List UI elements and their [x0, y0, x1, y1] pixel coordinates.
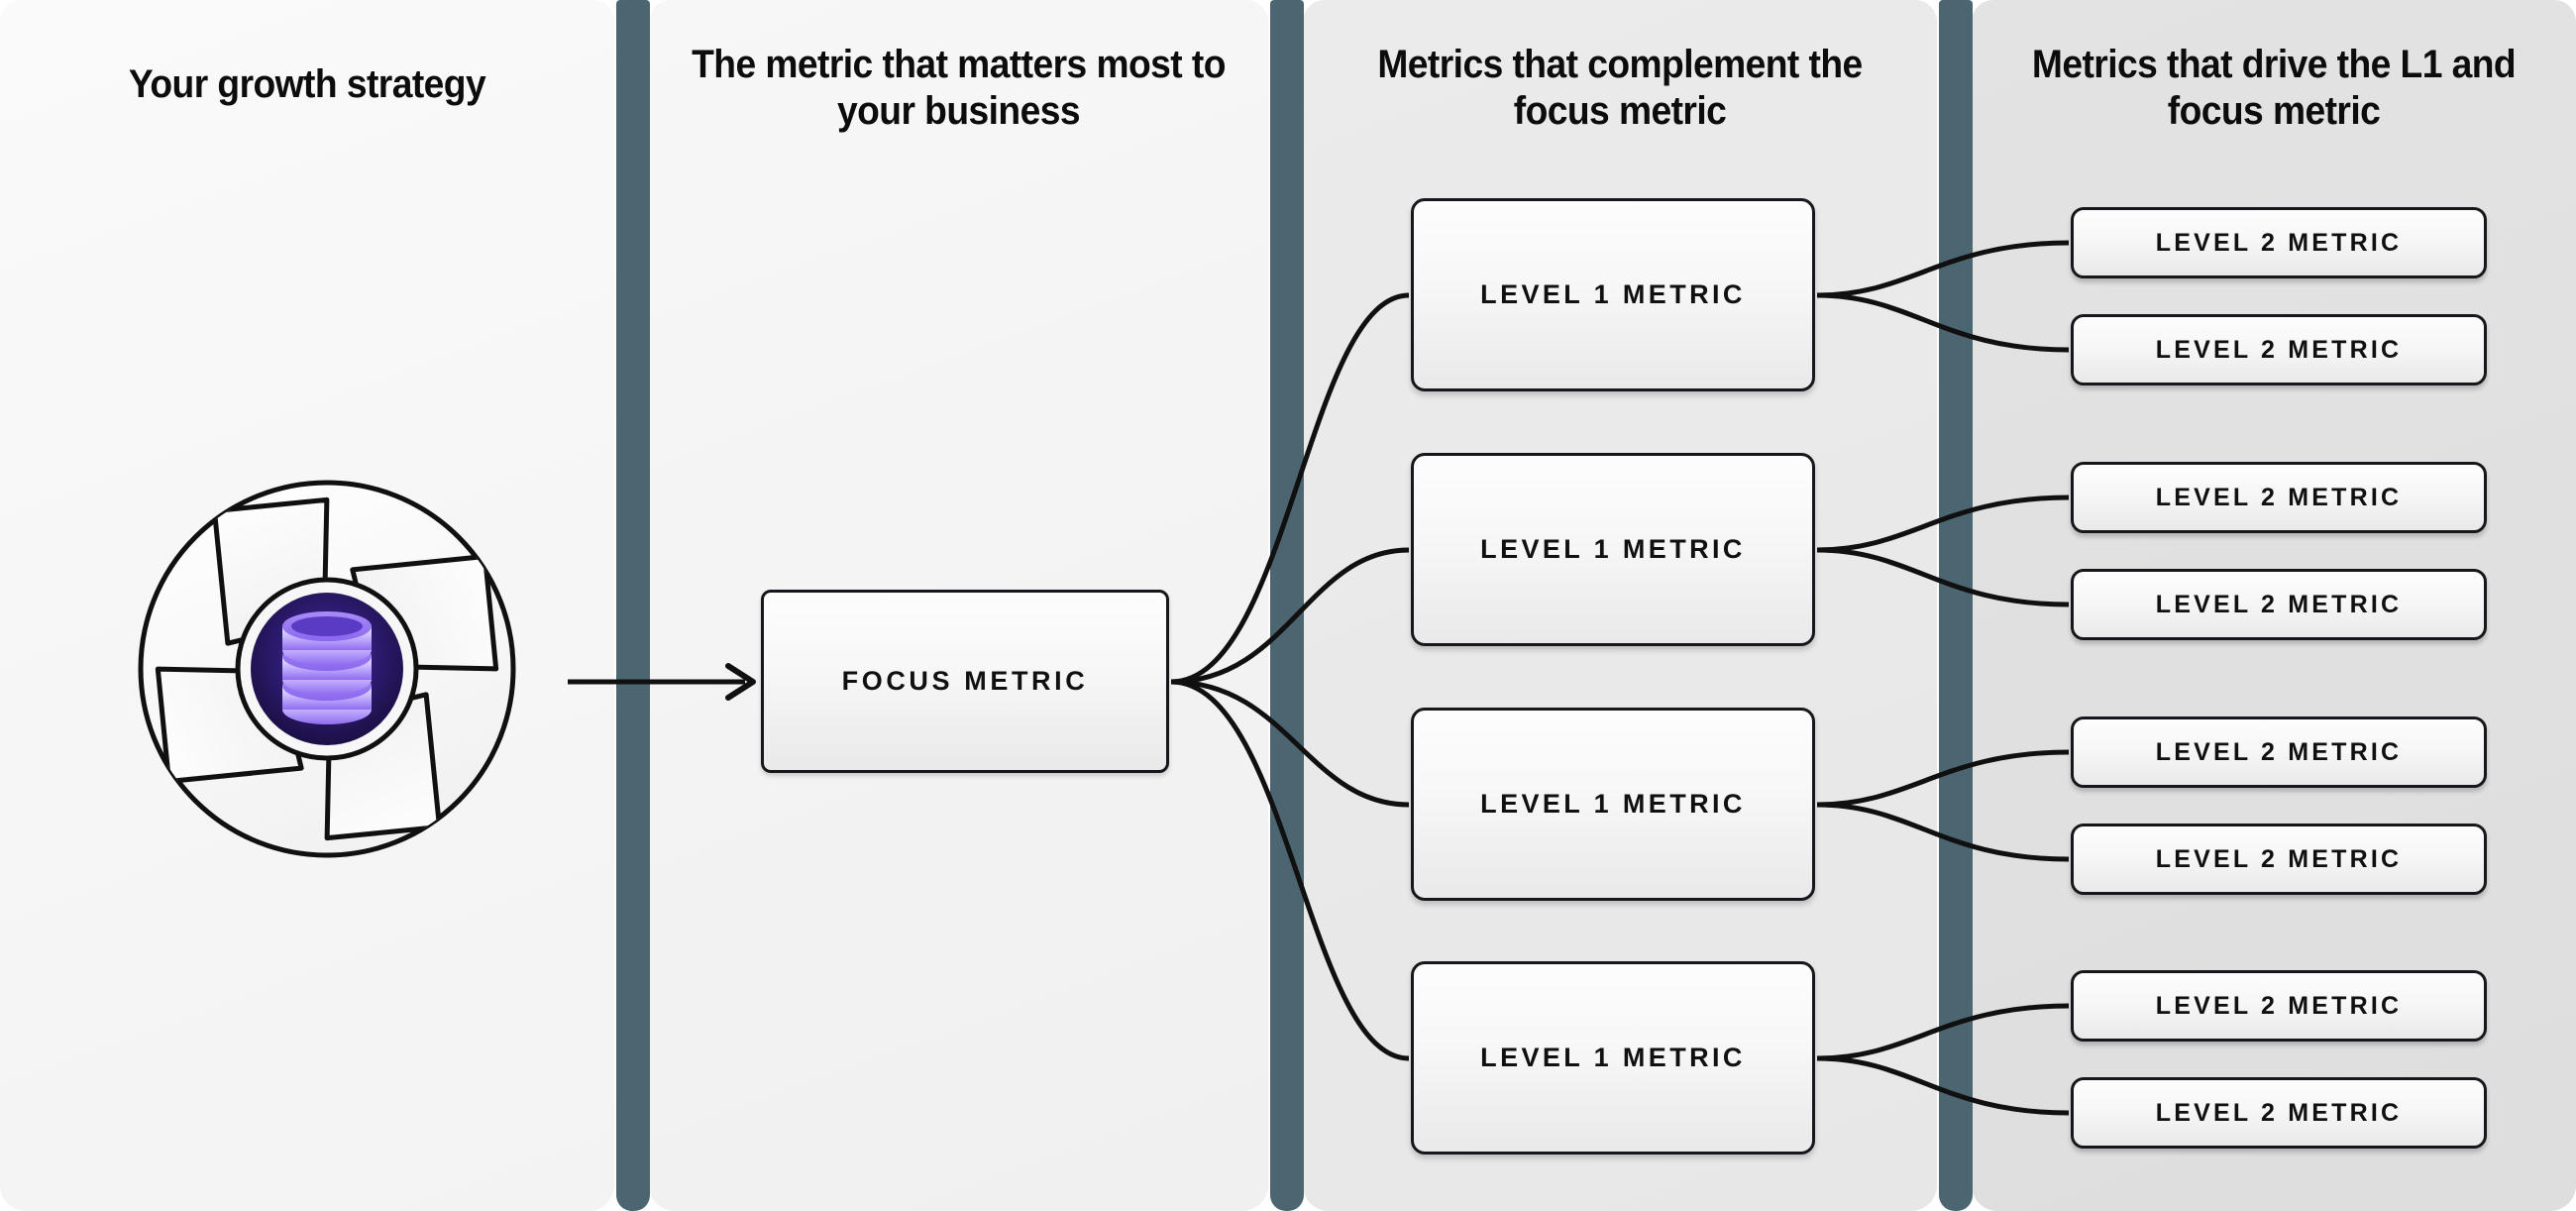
level2-metric-node-2-2[interactable]: Level 2 metric	[2071, 569, 2487, 640]
focus-metric-node[interactable]: Focus metric	[761, 590, 1169, 773]
level1-metric-node-4[interactable]: Level 1 metric	[1411, 961, 1815, 1155]
level2-metric-node-1-2[interactable]: Level 2 metric	[2071, 314, 2487, 385]
column-separator-3	[1939, 0, 1973, 1211]
level2-metric-node-3-1[interactable]: Level 2 metric	[2071, 716, 2487, 788]
level2-metric-node-4-1[interactable]: Level 2 metric	[2071, 970, 2487, 1042]
column-separator-2	[1270, 0, 1304, 1211]
column-title-focus: The metric that matters most to your bus…	[692, 43, 1226, 134]
level2-metric-node-3-2[interactable]: Level 2 metric	[2071, 824, 2487, 895]
column-title-level1: Metrics that complement the focus metric	[1377, 43, 1863, 134]
column-title-strategy: Your growth strategy	[128, 62, 486, 106]
level2-metric-node-4-2[interactable]: Level 2 metric	[2071, 1077, 2487, 1149]
aperture-logo-svg	[138, 480, 516, 858]
level2-metric-node-2-1[interactable]: Level 2 metric	[2071, 462, 2487, 533]
growth-strategy-logo	[84, 426, 570, 912]
column-separator-1	[616, 0, 650, 1211]
column-title-level2: Metrics that drive the L1 and focus metr…	[2031, 43, 2517, 134]
level1-metric-node-2[interactable]: Level 1 metric	[1411, 453, 1815, 646]
database-icon	[282, 611, 372, 724]
level1-metric-node-3[interactable]: Level 1 metric	[1411, 708, 1815, 901]
level1-metric-node-1[interactable]: Level 1 metric	[1411, 198, 1815, 391]
level2-metric-node-1-1[interactable]: Level 2 metric	[2071, 207, 2487, 278]
